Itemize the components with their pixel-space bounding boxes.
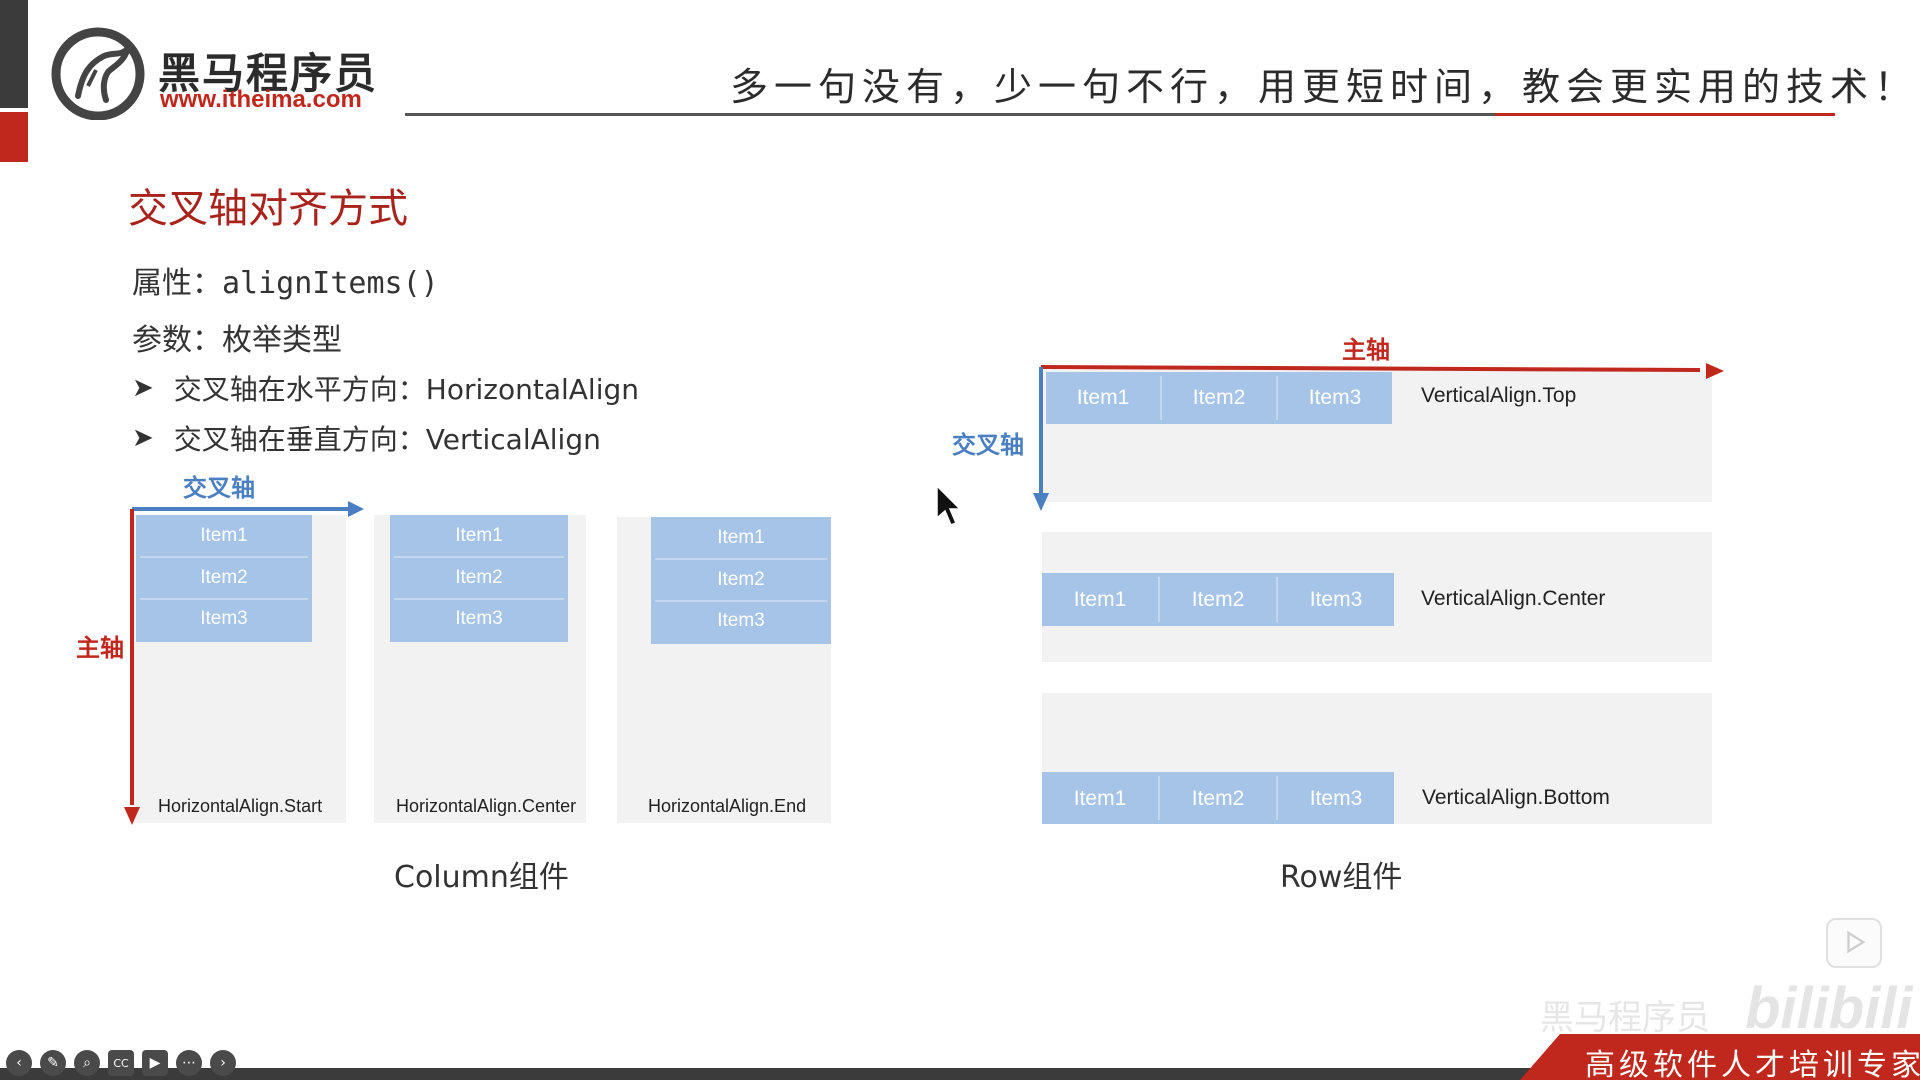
item-divider [655, 558, 827, 560]
item-label: Item1 [1073, 588, 1127, 611]
column-caption-start: HorizontalAlign.Start [158, 796, 323, 816]
bottom-strip [0, 1068, 1920, 1080]
item-label: Item3 [1309, 588, 1363, 611]
left-edge-bar [0, 0, 28, 108]
item-divider [1158, 577, 1160, 622]
item-divider [1276, 577, 1278, 622]
row-main-axis-label: 主轴 [1342, 336, 1390, 364]
item-divider [1158, 776, 1160, 820]
column-cross-axis-arrowhead [348, 501, 364, 517]
row-main-axis-arrow [1040, 365, 1701, 372]
header-slogan: 多一句没有，少一句不行，用更短时间，教会更实用的技术！ [730, 65, 1919, 109]
item-label: Item3 [717, 610, 765, 631]
item-label: Item3 [1309, 787, 1363, 810]
header-underline-accent [1495, 113, 1835, 116]
item-divider [1276, 776, 1278, 820]
forward-icon[interactable]: › [210, 1050, 236, 1076]
zoom-icon[interactable]: ⌕ [74, 1050, 100, 1076]
item-label: Item2 [717, 569, 765, 590]
pen-icon[interactable]: ✎ [40, 1050, 66, 1076]
item-divider [140, 556, 308, 558]
param-line: 参数：枚举类型 [132, 323, 342, 358]
item-label: Item2 [455, 567, 503, 588]
column-caption-end: HorizontalAlign.End [648, 796, 807, 816]
row-cross-axis-label: 交叉轴 [952, 431, 1024, 459]
row-items-center: Item1 Item2 Item3 [1042, 573, 1394, 626]
presentation-toolbar: ‹ ✎ ⌕ CC ▶ ⋯ › [6, 1050, 236, 1076]
bilibili-watermark: bilibili [1745, 976, 1913, 1041]
item-label: Item1 [200, 525, 248, 546]
row-main-axis-arrowhead [1706, 363, 1724, 379]
bullet-item: ➤ 交叉轴在垂直方向：VerticalAlign [132, 418, 601, 458]
column-main-axis-arrowhead [124, 807, 140, 825]
item-label: Item2 [1191, 787, 1245, 810]
row-axes [1033, 363, 1724, 511]
bullet-arrow-icon: ➤ [132, 373, 154, 403]
row-items-bottom: Item1 Item2 Item3 [1042, 772, 1394, 824]
bullet-text: 交叉轴在水平方向：HorizontalAlign [173, 373, 639, 406]
item-divider [655, 600, 827, 602]
row-items-top: Item1 Item2 Item3 [1046, 372, 1392, 424]
mouse-cursor-icon [936, 484, 961, 526]
property-value: alignItems() [222, 266, 439, 301]
left-edge-accent [0, 112, 28, 162]
footer-banner [1520, 1034, 1920, 1080]
row-section-caption: Row组件 [1280, 860, 1403, 895]
item-label: Item1 [1076, 386, 1130, 409]
row-cross-axis-arrowhead [1033, 493, 1049, 511]
bullet-item: ➤ 交叉轴在水平方向：HorizontalAlign [132, 368, 639, 408]
item-divider [140, 598, 308, 600]
column-axes [124, 501, 364, 825]
item-label: Item1 [1073, 787, 1127, 810]
cc-icon[interactable]: CC [108, 1050, 134, 1076]
item-divider [1160, 376, 1162, 420]
column-section-caption: Column组件 [394, 860, 569, 895]
row-caption-top: VerticalAlign.Top [1421, 384, 1577, 407]
play-icon [1847, 930, 1866, 954]
logo-url: www.itheima.com [160, 86, 362, 113]
item-label: Item2 [1191, 588, 1245, 611]
column-items-start: Item1 Item2 Item3 [136, 515, 312, 642]
play-button[interactable] [1826, 918, 1882, 968]
property-label: 属性： [132, 266, 222, 301]
item-label: Item1 [717, 527, 765, 548]
column-items-end: Item1 Item2 Item3 [651, 517, 831, 644]
bullet-text: 交叉轴在垂直方向：VerticalAlign [173, 423, 601, 456]
camera-icon[interactable]: ▶ [142, 1050, 168, 1076]
item-label: Item3 [455, 608, 503, 629]
item-divider [1276, 376, 1278, 420]
logo-name: 黑马程序员 [158, 49, 379, 98]
item-label: Item2 [1192, 386, 1246, 409]
column-main-axis-label: 主轴 [76, 634, 124, 662]
bullet-arrow-icon: ➤ [132, 423, 154, 453]
column-cross-axis-label: 交叉轴 [183, 474, 255, 502]
back-icon[interactable]: ‹ [6, 1050, 32, 1076]
property-line: 属性：alignItems() [132, 258, 439, 302]
column-items-center: Item1 Item2 Item3 [390, 515, 568, 642]
footer-slogan: 高级软件人才培训专家 [1585, 1048, 1920, 1080]
slide-title: 交叉轴对齐方式 [128, 186, 408, 232]
item-divider [394, 598, 564, 600]
column-caption-center: HorizontalAlign.Center [396, 796, 577, 816]
row-caption-center: VerticalAlign.Center [1421, 587, 1606, 610]
watermark-text: 黑马程序员 [1540, 998, 1710, 1038]
item-divider [394, 556, 564, 558]
header-underline [405, 113, 1495, 116]
item-label: Item1 [455, 525, 503, 546]
row-caption-bottom: VerticalAlign.Bottom [1422, 786, 1610, 809]
horse-logo-icon [51, 27, 145, 120]
item-label: Item2 [200, 567, 248, 588]
more-icon[interactable]: ⋯ [176, 1050, 202, 1076]
item-label: Item3 [1308, 386, 1362, 409]
item-label: Item3 [200, 608, 248, 629]
